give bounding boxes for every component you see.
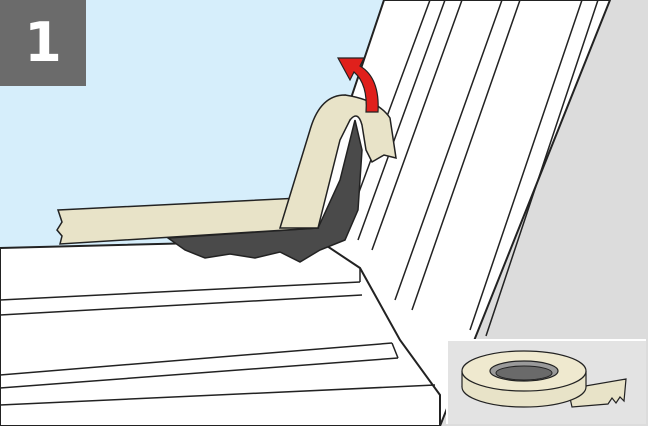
step-number-badge: 1 bbox=[0, 0, 86, 86]
tape-roll-inset bbox=[446, 339, 646, 424]
tape-roll-icon bbox=[448, 341, 646, 424]
